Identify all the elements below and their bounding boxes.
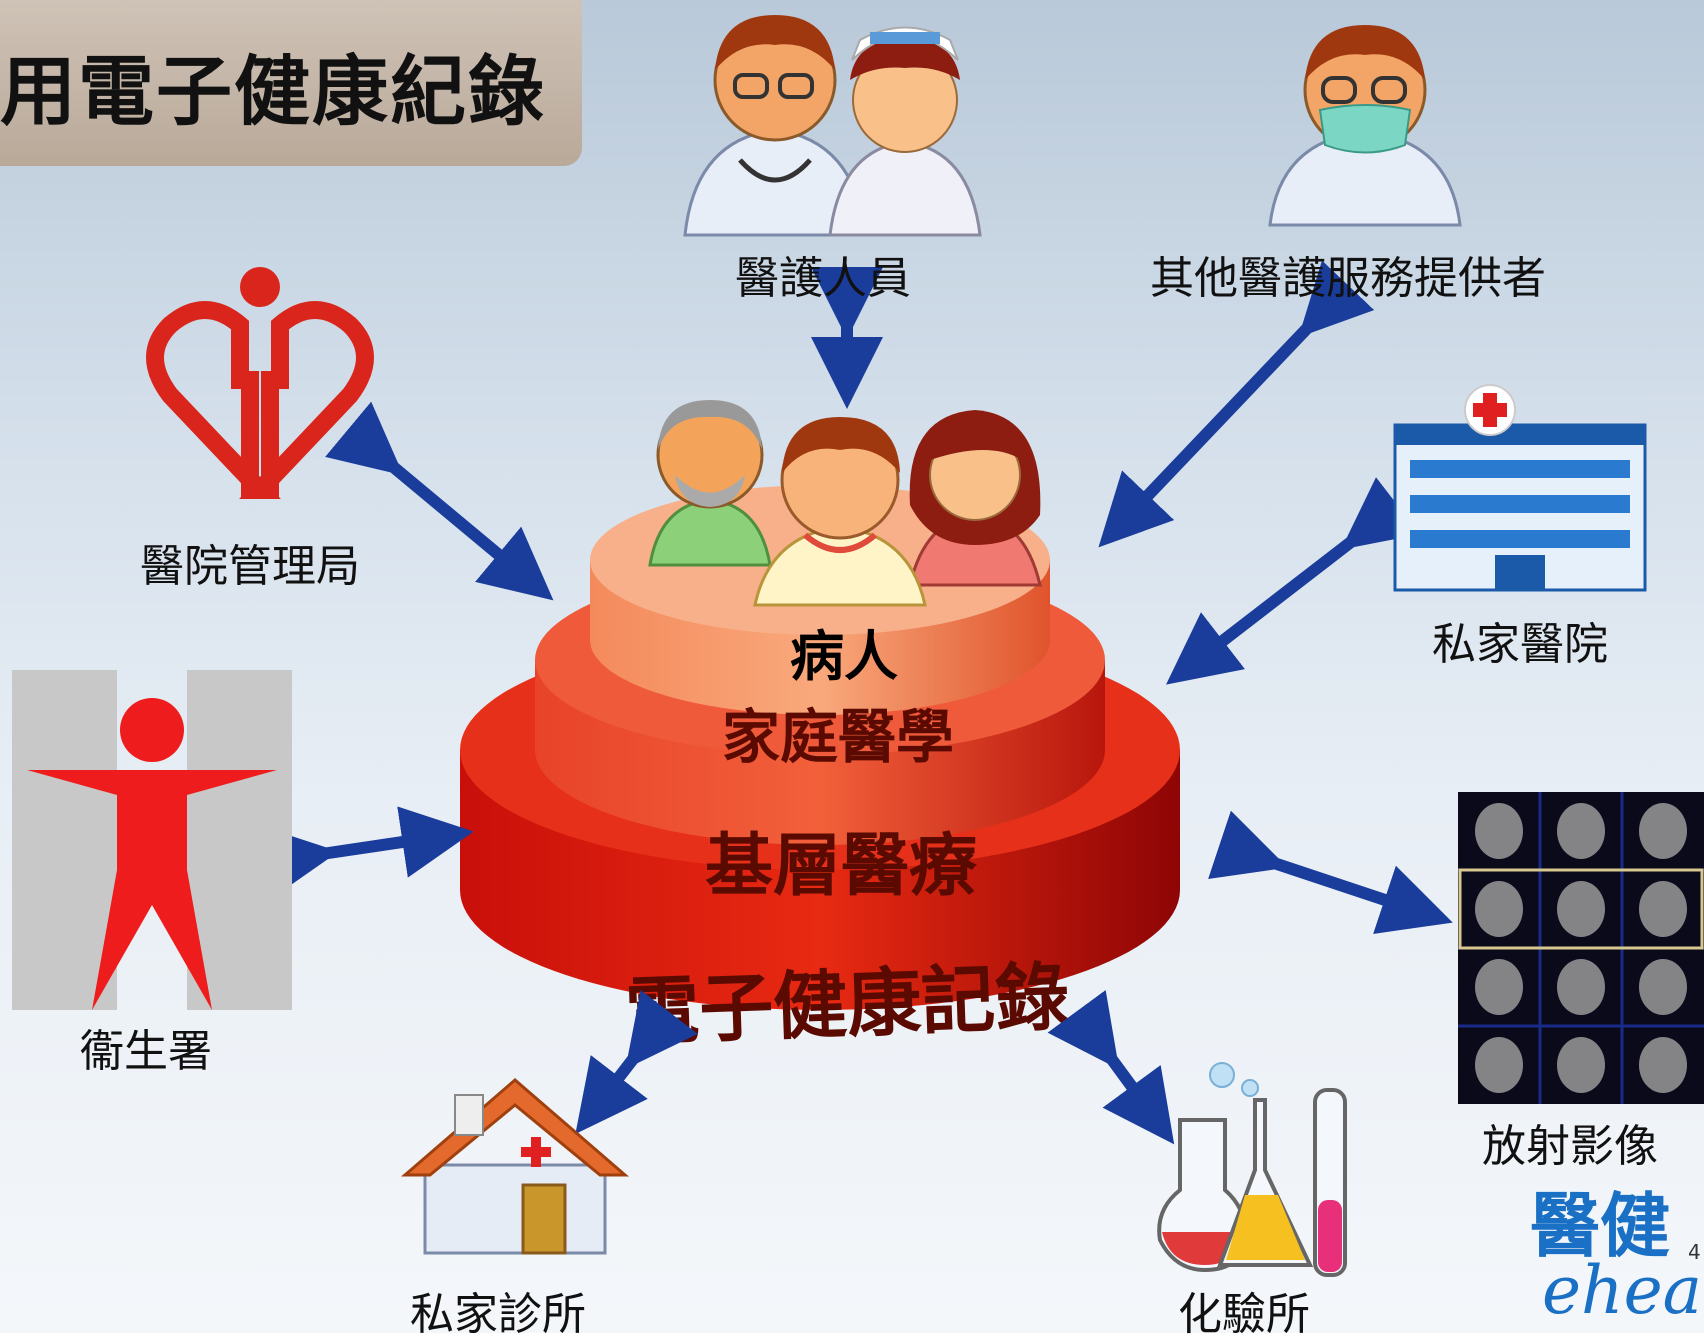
ehealth-logo-cn: 醫健 xyxy=(1530,1185,1670,1267)
laboratory-icon xyxy=(1157,1062,1347,1277)
tier-primary-care-label: 基層醫療 xyxy=(705,827,978,906)
page-number: 4 xyxy=(1688,1240,1701,1264)
page-title: 用電子健康紀錄 xyxy=(0,47,546,136)
arrow-hospital-authority xyxy=(325,401,554,601)
arrow-radiology xyxy=(1208,810,1453,934)
hospital-authority-logo-icon xyxy=(146,267,374,499)
arrow-department-of-health xyxy=(262,806,474,898)
arrow-other-providers xyxy=(1098,260,1375,548)
radiology-label: 放射影像 xyxy=(1482,1121,1658,1172)
healthcare-staff-label: 醫護人員 xyxy=(735,253,911,304)
ehealth-logo-en: eheal xyxy=(1542,1252,1704,1329)
healthcare-staff-icon xyxy=(683,15,982,237)
other-providers-label: 其他醫護服務提供者 xyxy=(1150,253,1546,304)
private-clinic-icon xyxy=(400,1078,630,1255)
other-providers-icon xyxy=(1268,25,1462,227)
title-banner: 用電子健康紀錄 xyxy=(0,0,582,166)
tier-patient-label: 病人 xyxy=(790,625,898,688)
department-of-health-label: 衞生署 xyxy=(80,1026,212,1077)
tier-family-medicine-label: 家庭醫學 xyxy=(722,703,955,771)
arrow-laboratory xyxy=(1047,990,1175,1145)
patients-icon xyxy=(648,400,1042,607)
laboratory-label: 化驗所 xyxy=(1178,1289,1310,1340)
radiology-images-icon xyxy=(1458,792,1704,1104)
hospital-authority-label: 醫院管理局 xyxy=(140,541,360,592)
private-hospital-icon xyxy=(1393,384,1647,592)
arrow-private-clinic xyxy=(575,990,698,1135)
arrow-private-hospital xyxy=(1165,477,1420,685)
private-hospital-label: 私家醫院 xyxy=(1432,619,1608,670)
department-of-health-logo-icon xyxy=(12,670,292,1010)
private-clinic-label: 私家診所 xyxy=(410,1289,586,1340)
